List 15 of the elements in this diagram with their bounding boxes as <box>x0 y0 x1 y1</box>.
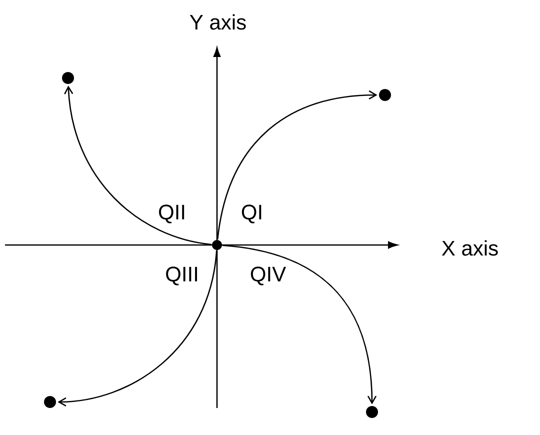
curved-arrow <box>58 250 218 407</box>
axis-label: QIV <box>250 266 286 286</box>
curved-arrow <box>64 86 212 246</box>
dot <box>379 89 391 101</box>
curved-arrow <box>222 244 377 404</box>
dot <box>212 240 222 250</box>
axis-label: X axis <box>442 240 498 256</box>
axis-label: QI <box>242 204 262 224</box>
axis-label: QIII <box>166 266 197 286</box>
dot <box>44 396 56 408</box>
dot <box>62 72 74 84</box>
curved-arrow <box>216 90 378 240</box>
axis-label: Y axis <box>190 14 246 30</box>
dot <box>366 406 378 418</box>
axis-label: QII <box>159 204 184 224</box>
